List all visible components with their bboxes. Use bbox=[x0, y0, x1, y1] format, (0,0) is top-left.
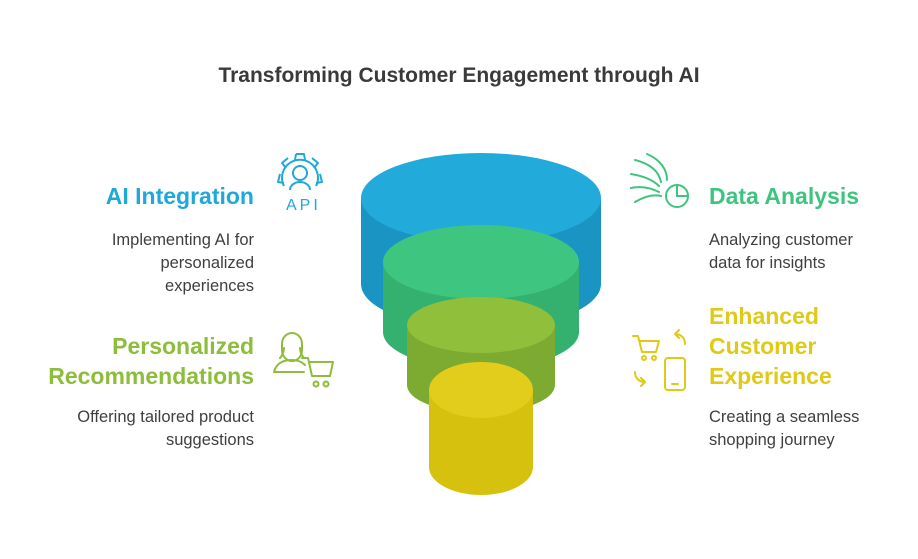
step-heading: Personalized Recommendations bbox=[0, 331, 254, 391]
step-personalized-recommendations: Personalized Recommendations Offering ta… bbox=[0, 331, 254, 452]
diagram-title: Transforming Customer Engagement through… bbox=[218, 64, 700, 87]
step-heading: Data Analysis bbox=[709, 183, 859, 209]
description-line: suggestions bbox=[165, 431, 254, 449]
description-line: Offering tailored product bbox=[77, 408, 254, 426]
funnel-layer-enhanced-customer-experience bbox=[429, 362, 533, 495]
step-heading: AI Integration bbox=[105, 183, 254, 209]
description-line: Creating a seamless bbox=[709, 408, 860, 426]
description-line: shopping journey bbox=[709, 431, 835, 449]
heading-line: Recommendations bbox=[48, 363, 254, 389]
step-ai-integration: AI Integration Implementing AI for perso… bbox=[0, 181, 254, 298]
heading-line: Personalized bbox=[112, 333, 254, 359]
description-line: Analyzing customer bbox=[709, 231, 853, 249]
step-data-analysis: Data Analysis Analyzing customer data fo… bbox=[709, 181, 909, 275]
heading-line: Experience bbox=[709, 363, 832, 389]
step-heading: Enhanced Customer Experience bbox=[709, 301, 909, 391]
step-enhanced-customer-experience: Enhanced Customer Experience Creating a … bbox=[709, 301, 909, 452]
person-cart-icon bbox=[273, 332, 334, 388]
step-description: Offering tailored product suggestions bbox=[0, 406, 254, 452]
cart-phone-sync-icon bbox=[632, 329, 686, 391]
api-label: API bbox=[286, 197, 321, 214]
step-description: Implementing AI for personalized experie… bbox=[0, 229, 254, 298]
description-line: Implementing AI for bbox=[111, 231, 254, 249]
heading-line: Customer bbox=[709, 333, 817, 359]
description-line: personalized bbox=[160, 254, 254, 272]
heading-line: Enhanced bbox=[709, 303, 819, 329]
description-line: experiences bbox=[165, 277, 254, 295]
data-stream-clock-icon bbox=[630, 153, 689, 208]
gear-api-icon: API bbox=[277, 153, 323, 214]
step-description: Creating a seamless shopping journey bbox=[709, 406, 909, 452]
description-line: data for insights bbox=[709, 254, 826, 272]
step-description: Analyzing customer data for insights bbox=[709, 229, 909, 275]
